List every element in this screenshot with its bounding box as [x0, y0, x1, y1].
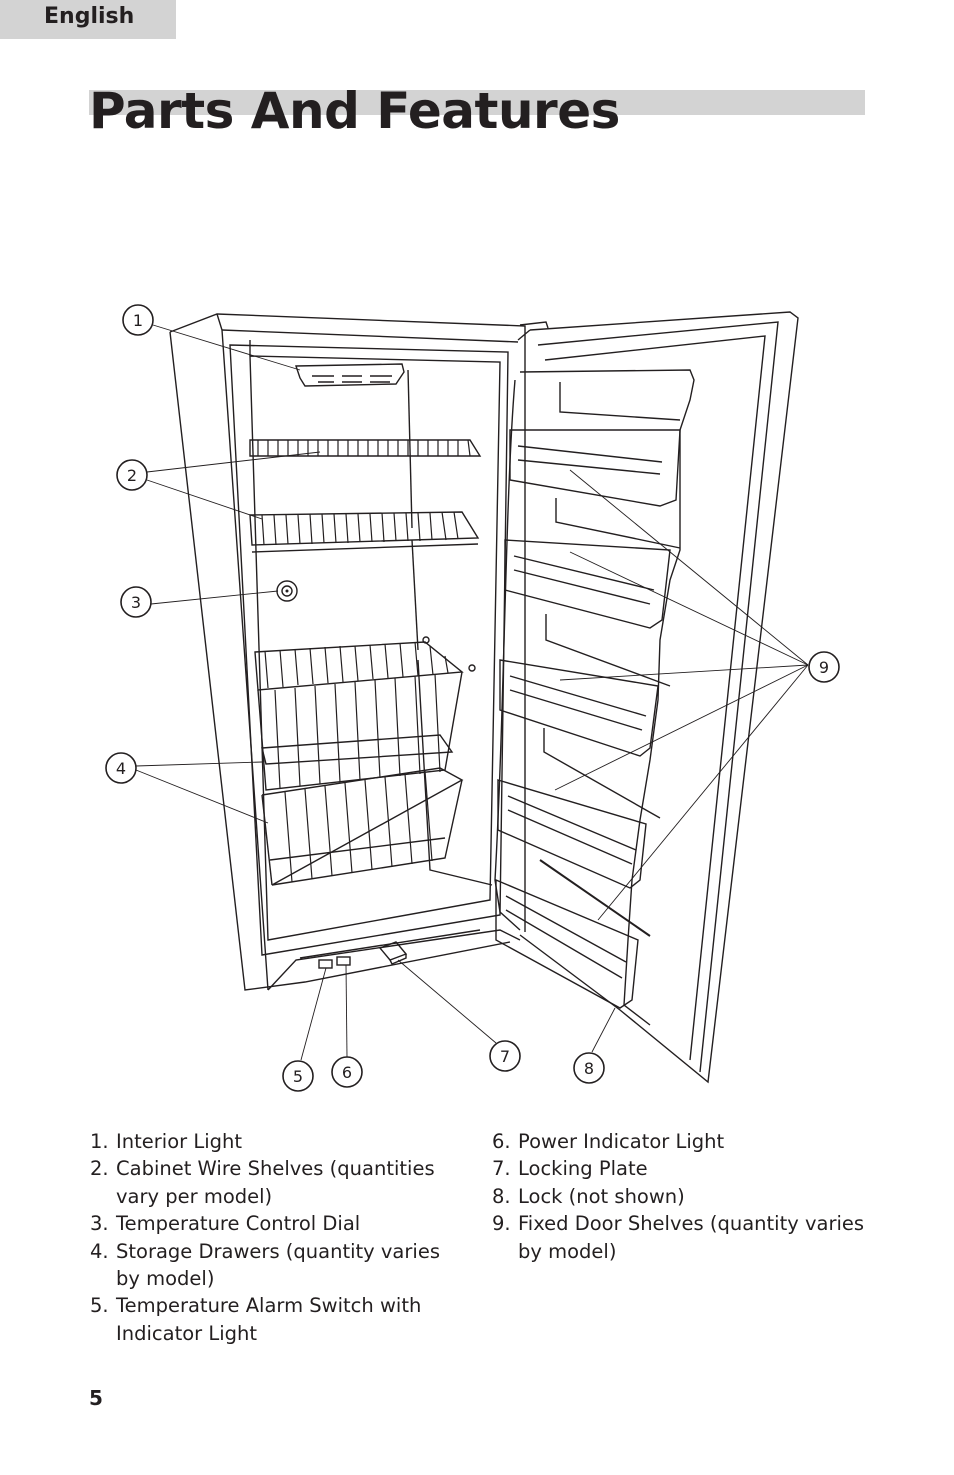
parts-list-left: 1. Interior Light 2. Cabinet Wire Shelve… — [90, 1128, 470, 1347]
parts-list-text: Storage Drawers (quantity varies by mode… — [116, 1239, 440, 1291]
language-tab-label: English — [44, 4, 135, 29]
parts-list-number: 9. — [492, 1212, 511, 1236]
parts-list-right: 6. Power Indicator Light 7. Locking Plat… — [492, 1128, 872, 1265]
callout-7-label: 7 — [500, 1047, 510, 1066]
callout-5-label: 5 — [293, 1067, 303, 1086]
callout-4: 4 — [105, 752, 137, 784]
language-tab: English — [0, 0, 176, 39]
callout-4-label: 4 — [116, 759, 126, 778]
storage-drawers — [254, 636, 476, 886]
parts-list-number: 7. — [492, 1157, 511, 1181]
callout-3-label: 3 — [131, 593, 141, 612]
parts-list-number: 1. — [90, 1130, 109, 1153]
callout-1: 1 — [122, 304, 154, 336]
parts-list-text: Power Indicator Light — [518, 1130, 725, 1153]
freezer-cabinet — [169, 313, 526, 991]
parts-list-item: 5. Temperature Alarm Switch with Indicat… — [90, 1292, 470, 1347]
callout-9: 9 — [808, 651, 840, 683]
callout-2: 2 — [116, 459, 148, 491]
parts-list-item: 4. Storage Drawers (quantity varies by m… — [90, 1238, 470, 1293]
callout-6-label: 6 — [342, 1063, 352, 1082]
callout-1-label: 1 — [133, 311, 143, 330]
callout-8-label: 8 — [584, 1059, 594, 1078]
callout-3: 3 — [120, 586, 152, 618]
title-underline-bar — [89, 90, 865, 115]
parts-list-text: Temperature Control Dial — [116, 1212, 361, 1236]
parts-list-text: Lock (not shown) — [518, 1184, 685, 1208]
page-title: Parts And Features — [89, 82, 620, 140]
parts-list-number: 6. — [492, 1130, 511, 1153]
cabinet-wire-shelves — [249, 439, 482, 553]
parts-list-text: Interior Light — [116, 1130, 242, 1153]
callout-9-label: 9 — [819, 658, 829, 677]
temperature-control-dial — [276, 580, 298, 602]
parts-list-item: 3. Temperature Control Dial — [90, 1210, 470, 1237]
parts-list-text: Locking Plate — [518, 1157, 648, 1181]
parts-list-item: 8. Lock (not shown) — [492, 1183, 872, 1210]
parts-list-item: 1. Interior Light — [90, 1128, 470, 1155]
freezer-door — [494, 311, 799, 1084]
parts-list-number: 4. — [90, 1239, 109, 1263]
parts-list-number: 5. — [90, 1294, 109, 1318]
callout-5: 5 — [282, 1060, 314, 1092]
callout-2-label: 2 — [127, 466, 137, 485]
callout-7: 7 — [489, 1040, 521, 1072]
interior-light — [295, 363, 405, 387]
parts-list-item: 6. Power Indicator Light — [492, 1128, 872, 1155]
parts-list-item: 2. Cabinet Wire Shelves (quantities vary… — [90, 1155, 470, 1210]
parts-list-number: 3. — [90, 1212, 109, 1236]
parts-list-number: 2. — [90, 1157, 109, 1181]
callout-8: 8 — [573, 1052, 605, 1084]
parts-list-item: 7. Locking Plate — [492, 1155, 872, 1182]
callout-6: 6 — [331, 1056, 363, 1088]
parts-list-text: Temperature Alarm Switch with Indicator … — [116, 1294, 422, 1345]
page-number: 5 — [89, 1386, 103, 1410]
leader-lines — [135, 324, 809, 1061]
parts-list-text: Cabinet Wire Shelves (quantities vary pe… — [116, 1157, 435, 1208]
parts-list-text: Fixed Door Shelves (quantity varies by m… — [518, 1212, 865, 1263]
parts-list-number: 8. — [492, 1184, 511, 1208]
parts-list-item: 9. Fixed Door Shelves (quantity varies b… — [492, 1210, 872, 1265]
